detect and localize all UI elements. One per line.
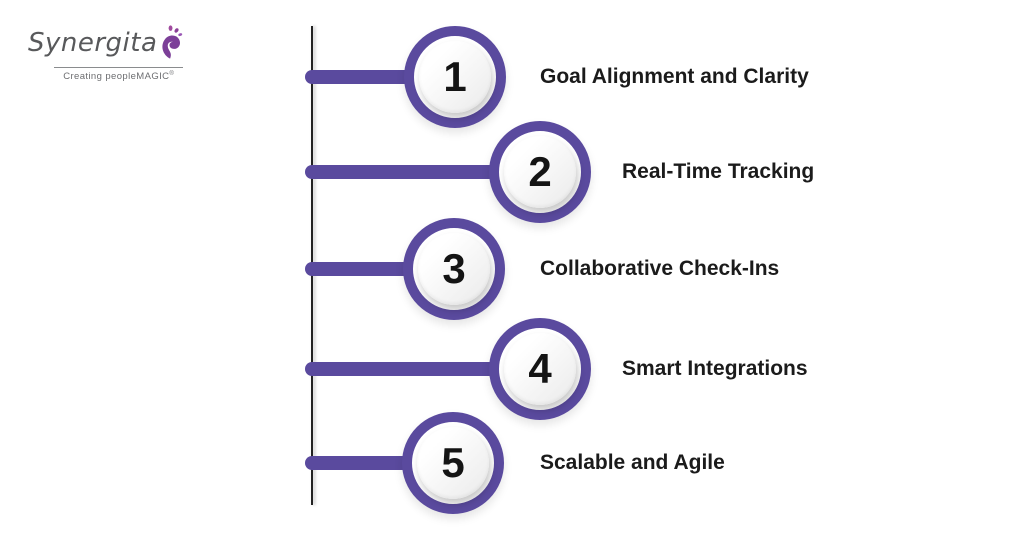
- synergita-wordmark: Synergita: [28, 28, 158, 58]
- step-label-4: Smart Integrations: [622, 357, 808, 380]
- step-circle-5: 5: [402, 412, 504, 514]
- step-number: 5: [441, 439, 465, 486]
- step-number: 3: [442, 245, 466, 292]
- step-number: 1: [443, 53, 467, 100]
- step-circle-2: 2: [489, 121, 591, 223]
- synergita-logo: Synergita Creating peopleMAGIC®: [28, 25, 184, 82]
- registered-mark: ®: [169, 71, 175, 77]
- step-disc: 3: [418, 233, 490, 305]
- step-disc: 4: [504, 333, 576, 405]
- step-number: 2: [528, 148, 552, 195]
- step-disc: 1: [419, 41, 491, 113]
- step-circle-3: 3: [403, 218, 505, 320]
- step-circle-4: 4: [489, 318, 591, 420]
- step-circle-1: 1: [404, 26, 506, 128]
- logo-tagline: Creating peopleMAGIC®: [54, 67, 184, 82]
- step-label-2: Real-Time Tracking: [622, 160, 815, 183]
- step-disc: 2: [504, 136, 576, 208]
- synergita-swirl-icon: [159, 24, 183, 65]
- step-disc: 5: [417, 427, 489, 499]
- step-label-1: Goal Alignment and Clarity: [540, 65, 809, 88]
- step-label-5: Scalable and Agile: [540, 451, 725, 474]
- connector-bar-4: [305, 362, 542, 376]
- step-number: 4: [528, 345, 552, 392]
- connector-bar-2: [305, 165, 542, 179]
- step-label-3: Collaborative Check-Ins: [540, 257, 780, 280]
